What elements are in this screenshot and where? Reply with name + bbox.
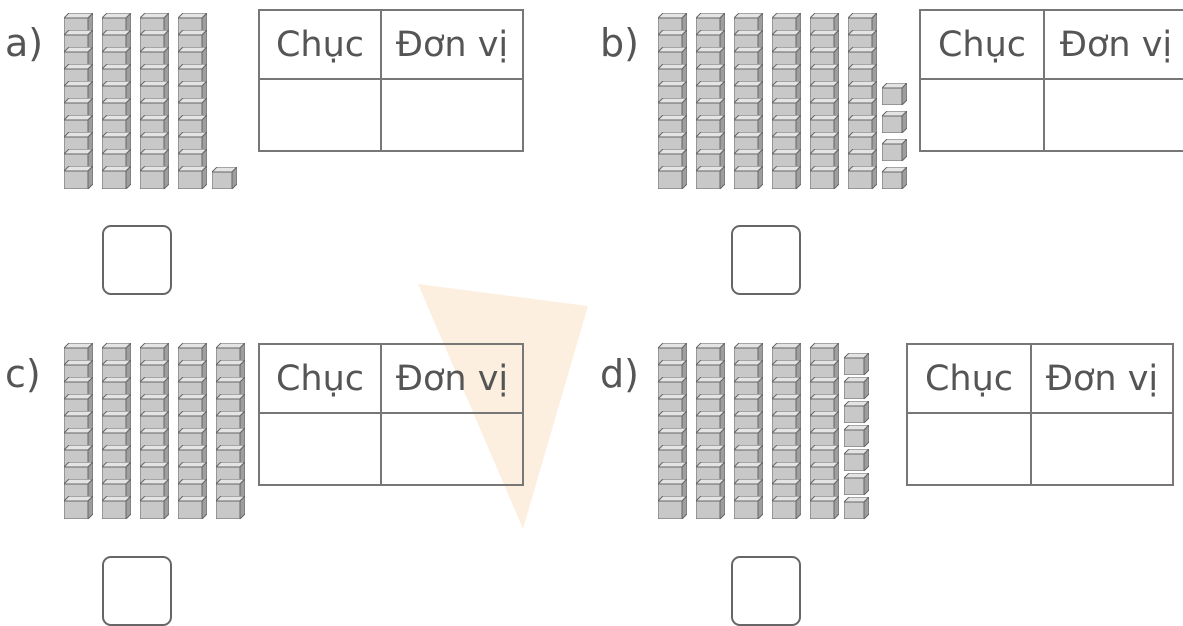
ones-cell[interactable] xyxy=(380,412,524,486)
place-value-table: Chục Đơn vị xyxy=(906,343,1174,486)
tens-header: Chục xyxy=(258,343,382,414)
answer-box[interactable] xyxy=(102,225,172,295)
tens-header: Chục xyxy=(919,9,1045,80)
unit-cube xyxy=(844,497,874,519)
place-value-table: Chục Đơn vị xyxy=(258,9,524,152)
ones-cell[interactable] xyxy=(380,78,524,152)
unit-cube xyxy=(844,377,874,399)
answer-box[interactable] xyxy=(731,556,801,626)
answer-box[interactable] xyxy=(731,225,801,295)
unit-cube xyxy=(844,449,874,471)
ones-header: Đơn vị xyxy=(380,9,524,80)
tens-cell[interactable] xyxy=(258,412,382,486)
exercise-label: a) xyxy=(5,21,44,65)
ones-header: Đơn vị xyxy=(1030,343,1174,414)
ones-cell[interactable] xyxy=(1030,412,1174,486)
unit-cube xyxy=(882,83,912,105)
unit-cube xyxy=(844,401,874,423)
unit-cube xyxy=(212,167,242,189)
place-value-table: Chục Đơn vị xyxy=(258,343,524,486)
unit-cube xyxy=(844,353,874,375)
unit-cube xyxy=(844,473,874,495)
tens-cell[interactable] xyxy=(906,412,1032,486)
tens-header: Chục xyxy=(906,343,1032,414)
exercise-label: c) xyxy=(5,352,41,396)
tens-header: Chục xyxy=(258,9,382,80)
tens-cell[interactable] xyxy=(919,78,1045,152)
tens-cell[interactable] xyxy=(258,78,382,152)
unit-cube xyxy=(844,425,874,447)
answer-box[interactable] xyxy=(102,556,172,626)
ones-cell[interactable] xyxy=(1043,78,1183,152)
unit-cube xyxy=(882,111,912,133)
unit-cube xyxy=(882,167,912,189)
place-value-table: Chục Đơn vị xyxy=(919,9,1183,152)
ones-header: Đơn vị xyxy=(380,343,524,414)
exercise-label: b) xyxy=(600,21,639,65)
unit-cube xyxy=(882,139,912,161)
ones-header: Đơn vị xyxy=(1043,9,1183,80)
exercise-label: d) xyxy=(600,352,639,396)
